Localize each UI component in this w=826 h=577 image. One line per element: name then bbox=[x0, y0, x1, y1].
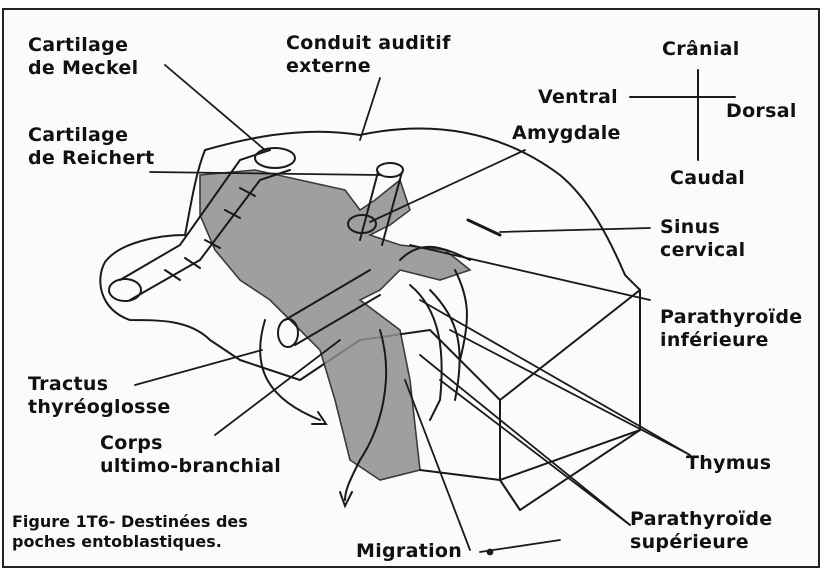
label-parathyroide-inf-line1: Parathyroïde bbox=[660, 306, 802, 328]
leader-parathyroide-sup-b bbox=[440, 380, 630, 525]
label-cartilage-reichert-line2: de Reichert bbox=[28, 147, 155, 169]
label-tractus-line2: thyréoglosse bbox=[28, 396, 171, 418]
label-cartilage-meckel-line1: Cartilage bbox=[28, 34, 128, 56]
leader-thymus-b bbox=[450, 330, 690, 455]
label-sinus-line2: cervical bbox=[660, 239, 745, 261]
label-sinus-line1: Sinus bbox=[660, 216, 720, 238]
orientation-cross bbox=[630, 70, 735, 160]
neck-block-face bbox=[500, 290, 640, 480]
leader-tractus bbox=[135, 350, 262, 385]
leader-corps bbox=[215, 340, 340, 435]
label-parathyroide-sup-line1: Parathyroïde bbox=[630, 508, 772, 530]
figure-caption-line1: Figure 1T6- Destinées des bbox=[12, 512, 248, 532]
label-parathyroide-sup-line2: supérieure bbox=[630, 531, 749, 553]
label-cartilage-meckel-line2: de Meckel bbox=[28, 57, 138, 79]
pharyngeal-pouches-shaded bbox=[200, 170, 470, 480]
label-corps-line1: Corps bbox=[100, 432, 163, 454]
label-tractus-line1: Tractus bbox=[28, 373, 108, 395]
figure-caption-line2: poches entoblastiques. bbox=[12, 532, 222, 552]
label-corps-line2: ultimo-branchial bbox=[100, 455, 281, 477]
label-parathyroide-inf-line2: inférieure bbox=[660, 329, 769, 351]
leader-sinus bbox=[500, 228, 650, 232]
leader-conduit bbox=[360, 78, 380, 140]
leader-meckel bbox=[165, 65, 265, 150]
label-cartilage-reichert-line1: Cartilage bbox=[28, 124, 128, 146]
label-thymus: Thymus bbox=[686, 452, 771, 474]
label-conduit-line2: externe bbox=[286, 55, 371, 77]
orientation-dorsal: Dorsal bbox=[726, 100, 797, 122]
label-migration: Migration bbox=[356, 540, 462, 562]
orientation-ventral: Ventral bbox=[538, 86, 618, 108]
orientation-caudal: Caudal bbox=[670, 167, 745, 189]
label-conduit-line1: Conduit auditif bbox=[286, 32, 451, 54]
orientation-cranial: Crânial bbox=[662, 38, 740, 60]
label-amygdale: Amygdale bbox=[512, 122, 621, 144]
leader-thymus-a bbox=[420, 300, 690, 455]
